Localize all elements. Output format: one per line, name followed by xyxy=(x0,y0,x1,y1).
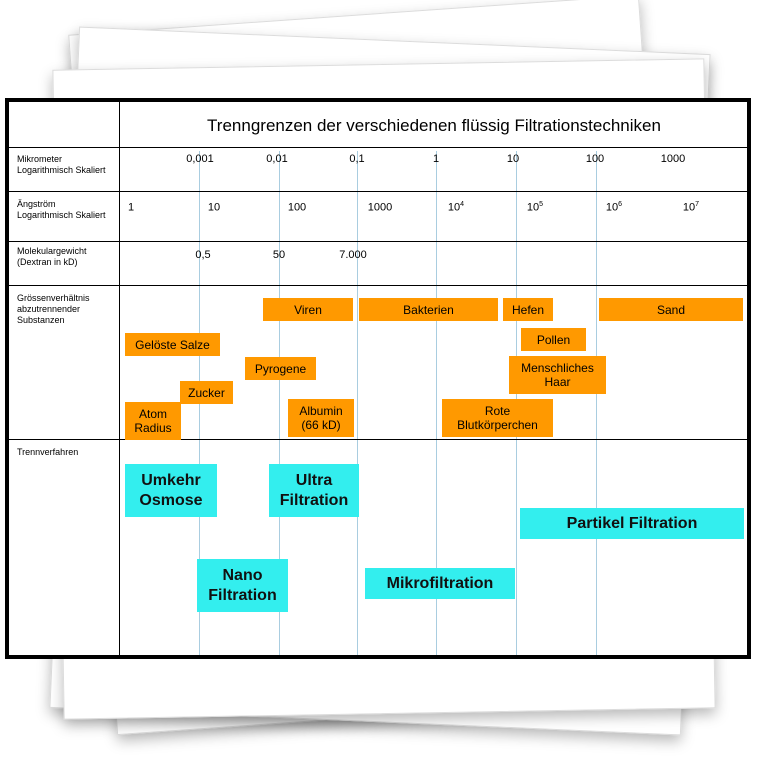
row-divider xyxy=(9,147,747,148)
substance-viren: Viren xyxy=(263,298,353,321)
angstroem-tick: 100 xyxy=(287,201,307,214)
substance-albumin: Albumin (66 kD) xyxy=(288,399,354,437)
process-mikrofiltration: Mikrofiltration xyxy=(365,568,515,599)
molekulargewicht-tick: 7.000 xyxy=(339,249,367,261)
mikrometer-tick: 10 xyxy=(506,153,520,165)
decade-gridline xyxy=(436,151,437,655)
substance-pyrogene: Pyrogene xyxy=(245,357,316,380)
decade-gridline xyxy=(279,151,280,655)
row-divider xyxy=(9,439,747,440)
row-label-mikrometer: Mikrometer Logarithmisch Skaliert xyxy=(17,154,106,175)
row-label-groessenverhaeltnis: Grössenverhältnis abzutrennender Substan… xyxy=(17,293,90,325)
row-divider xyxy=(9,191,747,192)
filtration-chart-table: Trenngrenzen der verschiedenen flüssig F… xyxy=(5,98,751,659)
process-partikel-filtration: Partikel Filtration xyxy=(520,508,744,539)
angstroem-tick: 104 xyxy=(447,201,465,214)
angstroem-tick: 105 xyxy=(526,201,544,214)
molekulargewicht-tick: 50 xyxy=(272,249,286,261)
substance-hefen: Hefen xyxy=(503,298,553,321)
process-ultra-filtration: Ultra Filtration xyxy=(269,464,359,517)
substance-geloeste-salze: Gelöste Salze xyxy=(125,333,220,356)
chart-title: Trenngrenzen der verschiedenen flüssig F… xyxy=(207,116,661,135)
row-divider xyxy=(9,285,747,286)
decade-gridline xyxy=(357,151,358,655)
mikrometer-tick: 0,1 xyxy=(349,153,365,165)
substance-atom-radius: Atom Radius xyxy=(125,402,181,440)
angstroem-tick: 1 xyxy=(127,201,135,214)
substance-rote-blutkoerperchen: Rote Blutkörperchen xyxy=(442,399,553,437)
substance-sand: Sand xyxy=(599,298,743,321)
row-label-trennverfahren: Trennverfahren xyxy=(17,447,79,457)
process-umkehr-osmose: Umkehr Osmose xyxy=(125,464,217,517)
label-column-divider xyxy=(119,102,120,655)
process-nano-filtration: Nano Filtration xyxy=(197,559,288,612)
substance-bakterien: Bakterien xyxy=(359,298,498,321)
angstroem-tick: 1000 xyxy=(367,201,393,214)
angstroem-tick: 10 xyxy=(207,201,221,214)
molekulargewicht-tick: 0,5 xyxy=(195,249,211,261)
angstroem-tick: 107 xyxy=(682,201,700,214)
substance-zucker: Zucker xyxy=(180,381,233,404)
decade-gridline xyxy=(596,151,597,655)
row-label-molekulargewicht: Molekulargewicht (Dextran in kD) xyxy=(17,246,87,267)
row-divider xyxy=(9,241,747,242)
row-label-angstroem: Ängström Logarithmisch Skaliert xyxy=(17,199,106,220)
angstroem-tick: 106 xyxy=(605,201,623,214)
mikrometer-tick: 0,001 xyxy=(186,153,214,165)
mikrometer-tick: 100 xyxy=(585,153,605,165)
mikrometer-tick: 1000 xyxy=(660,153,686,165)
mikrometer-tick: 1 xyxy=(432,153,440,165)
substance-pollen: Pollen xyxy=(521,328,586,351)
mikrometer-tick: 0,01 xyxy=(266,153,288,165)
substance-menschliches-haar: Menschliches Haar xyxy=(509,356,606,394)
